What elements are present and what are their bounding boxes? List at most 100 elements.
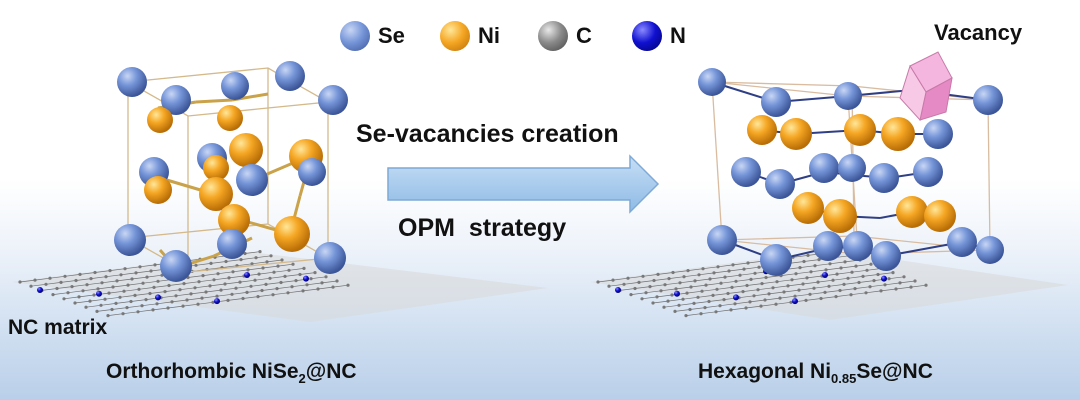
carbon-bond: [107, 313, 124, 316]
carbon-bond: [715, 309, 732, 313]
carbon-bond: [321, 280, 338, 284]
carbon-bond: [704, 305, 721, 308]
carbon-bond: [209, 283, 226, 287]
carbon-bond: [246, 290, 263, 293]
legend-label-c: C: [576, 23, 592, 48]
se-atom: [834, 82, 862, 110]
carbon-bond: [679, 280, 696, 284]
carbon-atom: [291, 262, 295, 266]
carbon-bond: [198, 279, 215, 283]
carbon-bond: [120, 272, 137, 276]
nitrogen-atom: [733, 294, 739, 301]
carbon-bond: [167, 305, 184, 309]
carbon-bond: [134, 293, 151, 296]
carbon-bond: [90, 276, 107, 279]
carbon-bond: [306, 282, 323, 286]
carbon-bond: [247, 267, 264, 271]
ni-atom: [823, 199, 857, 233]
arrow-bottom-label: OPM strategy: [398, 214, 567, 242]
carbon-bond: [217, 271, 234, 275]
se-atom: [314, 242, 346, 274]
carbon-bond: [597, 279, 614, 283]
vacancy-polyhedron: [899, 51, 953, 122]
carbon-bond: [745, 305, 762, 309]
carbon-bond: [262, 265, 279, 269]
se-atom: [160, 250, 192, 282]
se-atom: [976, 236, 1004, 264]
carbon-bond: [653, 278, 670, 281]
carbon-bond: [251, 261, 268, 265]
carbon-bond: [160, 295, 177, 299]
se-atom: [813, 231, 843, 261]
carbon-bond: [855, 263, 872, 267]
carbon-bond: [764, 297, 781, 301]
carbon-bond: [63, 296, 80, 300]
ni-atom: [229, 133, 263, 167]
carbon-bond: [89, 298, 106, 302]
carbon-bond: [840, 265, 857, 269]
carbon-bond: [139, 264, 156, 268]
carbon-bond: [792, 255, 809, 258]
nitrogen-atom: [822, 271, 828, 278]
carbon-bond: [64, 274, 81, 277]
se-atom: [947, 227, 977, 257]
se-atom: [871, 241, 901, 271]
carbon-bond: [780, 273, 797, 276]
carbon-bond: [641, 296, 658, 300]
carbon-bond: [41, 288, 58, 291]
carbon-bond: [612, 277, 629, 281]
carbon-bond: [645, 290, 662, 294]
carbon-bond: [250, 284, 267, 287]
se-atom: [117, 67, 147, 97]
carbon-bond: [642, 274, 659, 277]
carbon-bond: [119, 295, 136, 298]
carbon-bond: [687, 268, 704, 271]
carbon-atom: [280, 258, 284, 262]
carbon-bond: [332, 284, 349, 288]
carbon-atom: [902, 275, 906, 279]
nitrogen-atom: [214, 298, 220, 305]
carbon-atom: [913, 279, 917, 283]
carbon-bond: [701, 288, 718, 292]
se-atom: [809, 153, 839, 183]
carbon-atom: [258, 250, 262, 254]
carbon-bond: [728, 268, 745, 272]
carbon-bond: [865, 290, 882, 294]
carbon-bond: [60, 280, 77, 283]
carbon-bond: [224, 281, 241, 285]
carbon-bond: [698, 272, 715, 276]
carbon-bond: [258, 271, 275, 275]
ni-atom: [218, 204, 250, 236]
right-caption-main: Hexagonal Ni: [698, 360, 832, 383]
ni-atom: [747, 115, 777, 145]
carbon-bond: [869, 284, 886, 288]
carbon-bond: [202, 273, 219, 276]
carbon-bond: [775, 301, 792, 305]
carbon-bond: [186, 297, 203, 301]
carbon-bond: [627, 275, 644, 279]
carbon-bond: [130, 299, 147, 302]
nitrogen-atom: [244, 271, 250, 278]
carbon-bond: [100, 303, 117, 306]
carbon-bond: [175, 293, 192, 297]
carbon-bond: [74, 300, 91, 304]
carbon-bond: [206, 267, 223, 270]
carbon-bond: [858, 280, 875, 283]
carbon-bond: [265, 282, 282, 285]
carbon-atom: [269, 254, 273, 258]
se-atom: [318, 85, 348, 115]
carbon-bond: [108, 290, 125, 294]
carbon-bond: [795, 271, 812, 275]
carbon-bond: [717, 264, 734, 268]
carbon-bond: [266, 259, 283, 263]
carbon-bond: [689, 307, 706, 310]
nitrogen-atom: [96, 290, 102, 297]
carbon-bond: [862, 274, 879, 277]
legend-label-n: N: [670, 23, 686, 48]
carbon-bond: [713, 270, 730, 274]
carbon-bond: [221, 265, 238, 268]
carbon-bond: [197, 301, 214, 305]
carbon-bond: [239, 279, 256, 283]
carbon-bond: [630, 292, 647, 295]
